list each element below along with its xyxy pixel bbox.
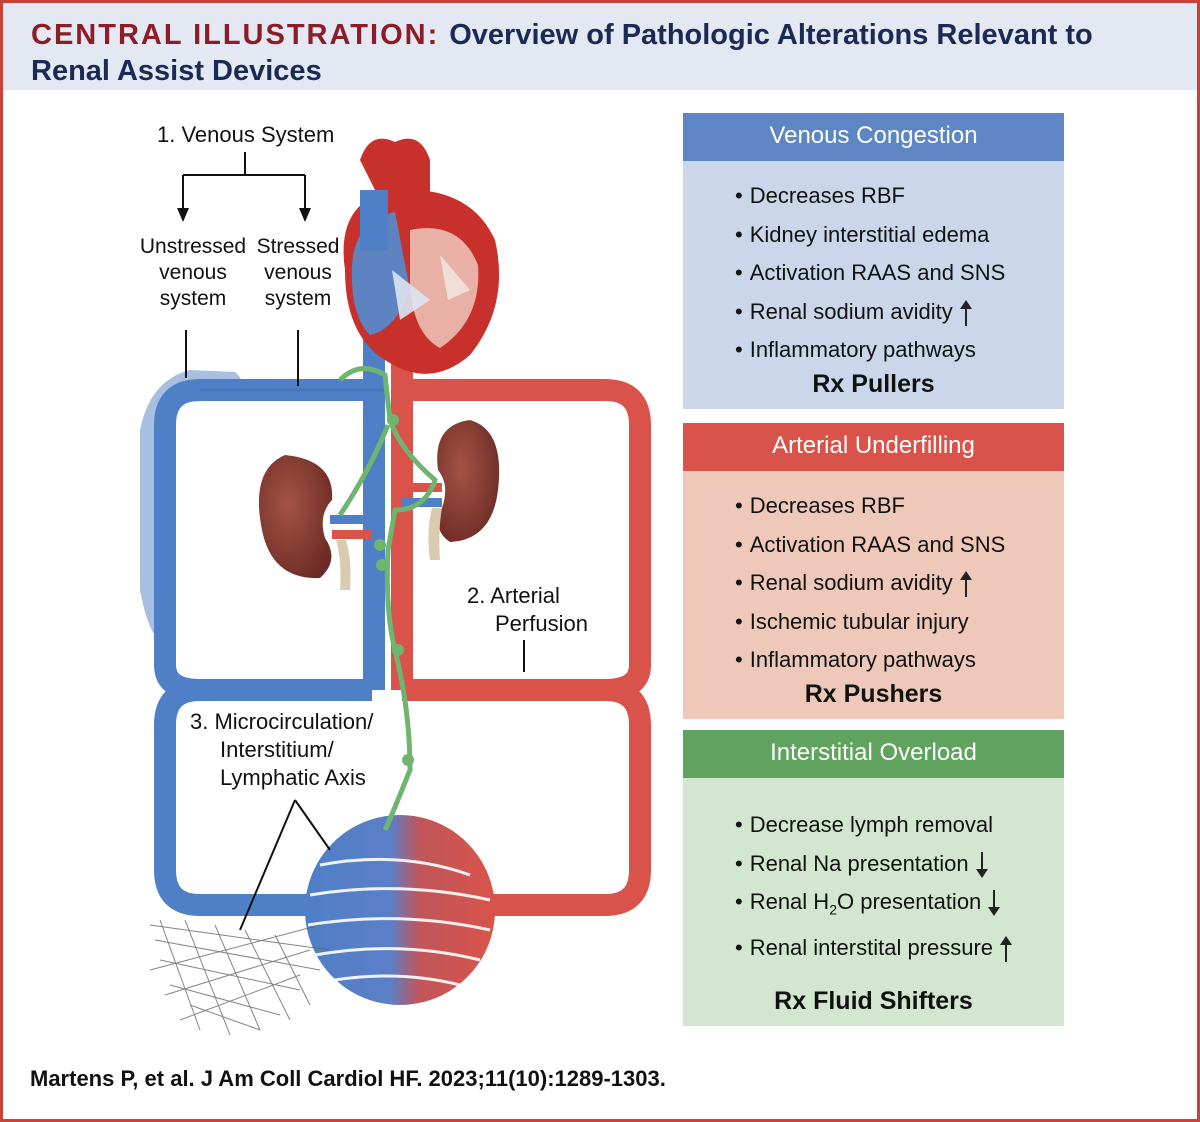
venous-congestion-title: Venous Congestion <box>683 113 1064 161</box>
bullet-item: •Renal interstital pressure <box>735 929 1064 968</box>
arterial-line-2: Perfusion <box>495 611 588 636</box>
arrow-up-icon <box>959 571 972 598</box>
arrow-up-icon <box>959 299 972 326</box>
header: CENTRAL ILLUSTRATION: Overview of Patholo… <box>3 3 1197 90</box>
unstressed-line-2: venous <box>159 261 227 284</box>
left-kidney <box>258 455 372 590</box>
venous-system-label: 1. Venous System <box>157 122 335 147</box>
arterial-perfusion-label: 2. Arterial Perfusion <box>467 582 588 638</box>
micro-line-2: Interstitium/ <box>220 737 334 762</box>
bullet-item: •Ischemic tubular injury <box>735 608 969 634</box>
venous-congestion-panel: Venous Congestion •Decreases RBF •Kidney… <box>683 113 1064 409</box>
title-line-2: Renal Assist Devices <box>31 55 322 87</box>
arterial-underfilling-panel: Arterial Underfilling •Decreases RBF •Ac… <box>683 423 1064 719</box>
citation: Martens P, et al. J Am Coll Cardiol HF. … <box>30 1066 666 1091</box>
stressed-line-3: system <box>264 287 332 310</box>
bullet-item: •Inflammatory pathways <box>735 647 976 672</box>
rx-pushers: Rx Pushers <box>804 679 943 708</box>
arterial-loop <box>391 350 651 916</box>
stressed-line-2: venous <box>264 261 332 284</box>
bullet-item: •Kidney interstitial edema <box>735 221 990 247</box>
arterial-line-1: 2. Arterial <box>467 583 560 608</box>
bullet-item: •Renal sodium avidity <box>735 293 1064 332</box>
circulation-diagram: 1. Venous System Unstressed venous syste… <box>0 90 680 1050</box>
bullet-item: •Renal sodium avidity <box>735 564 1064 603</box>
arterial-underfilling-body: •Decreases RBF •Activation RAAS and SNS … <box>683 471 1064 719</box>
venous-congestion-body: •Decreases RBF •Kidney interstitial edem… <box>683 161 1064 409</box>
microcirculation-label: 3. Microcirculation/ Interstitium/ Lymph… <box>190 708 373 792</box>
arrow-up-icon <box>1000 936 1013 963</box>
bullet-item: •Renal H2O presentation <box>735 883 1064 929</box>
arrow-down-icon <box>975 851 988 878</box>
unstressed-line-1: Unstressed <box>139 235 247 258</box>
heart-icon <box>343 138 500 374</box>
title-tag: CENTRAL ILLUSTRATION: <box>31 19 440 51</box>
unstressed-line-3: system <box>159 287 227 310</box>
bullet-item: •Decrease lymph removal <box>735 812 994 837</box>
stressed-line-1: Stressed <box>256 235 340 258</box>
rx-pullers: Rx Pullers <box>812 369 935 398</box>
bullet-item: •Activation RAAS and SNS <box>735 531 1006 557</box>
interstitial-overload-title: Interstitial Overload <box>683 730 1064 778</box>
micro-line-3: Lymphatic Axis <box>220 765 366 790</box>
right-kidney <box>402 420 500 560</box>
bullet-item: •Decreases RBF <box>735 183 905 208</box>
bullet-item: •Decreases RBF <box>735 493 905 518</box>
arrow-down-icon <box>988 890 1001 917</box>
interstitial-overload-body: •Decrease lymph removal •Renal Na presen… <box>683 778 1064 1026</box>
arterial-underfilling-title: Arterial Underfilling <box>683 423 1064 471</box>
bullet-item: •Activation RAAS and SNS <box>735 260 1006 285</box>
rx-fluid-shifters: Rx Fluid Shifters <box>774 987 973 1016</box>
interstitial-mesh <box>149 919 331 1036</box>
unstressed-label: Unstressed venous system <box>138 234 248 312</box>
bullet-item: •Renal Na presentation <box>735 845 1064 884</box>
interstitial-overload-panel: Interstitial Overload •Decrease lymph re… <box>683 730 1064 1026</box>
bullet-item: •Inflammatory pathways <box>735 337 976 362</box>
micro-line-1: 3. Microcirculation/ <box>190 709 374 734</box>
capillary-bed <box>305 815 495 1005</box>
circulation-illustration <box>140 138 651 1036</box>
stressed-label: Stressed venous system <box>252 234 344 312</box>
title-line-1: CENTRAL ILLUSTRATION: Overview of Patholo… <box>31 17 1169 53</box>
title-text-1: Overview of Pathologic Alterations Relev… <box>449 19 1093 51</box>
